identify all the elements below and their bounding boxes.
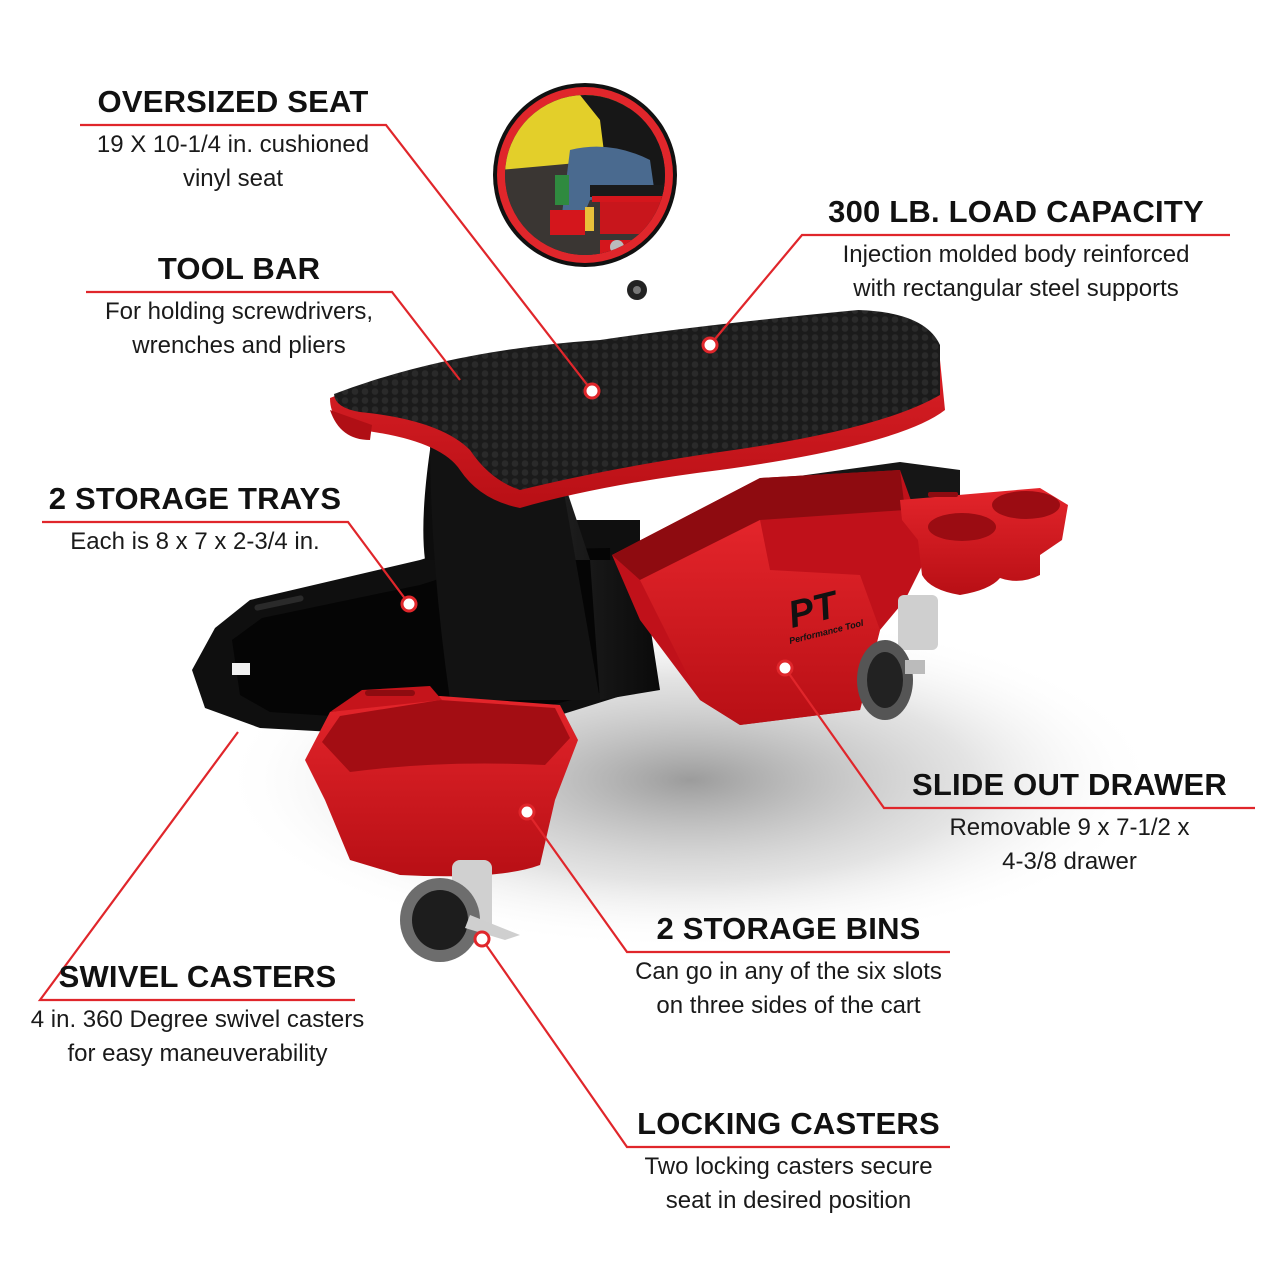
callout-storage-trays: 2 STORAGE TRAYS Each is 8 x 7 x 2-3/4 in…: [42, 481, 348, 559]
callout-locking-casters: LOCKING CASTERS Two locking casters secu…: [627, 1106, 950, 1218]
callout-desc-line: Removable 9 x 7-1/2 x: [949, 814, 1190, 841]
callout-desc-line: 4 in. 360 Degree swivel casters: [30, 1006, 365, 1033]
dot-storage-bins: [518, 803, 536, 821]
dot-load-capacity: [701, 336, 719, 354]
callout-storage-bins: 2 STORAGE BINS Can go in any of the six …: [627, 911, 950, 1023]
callout-oversized-seat: OVERSIZED SEAT 19 X 10-1/4 in. cushioned…: [80, 84, 386, 196]
callout-desc-line: For holding screwdrivers,: [104, 298, 374, 325]
callout-desc-line: with rectangular steel supports: [853, 275, 1179, 302]
callout-title: 300 LB. LOAD CAPACITY: [828, 194, 1204, 229]
right-caster: [857, 595, 938, 720]
seat-cushion: [330, 310, 945, 508]
left-caster: [400, 860, 520, 962]
callout-title: 2 STORAGE TRAYS: [48, 481, 342, 516]
cup-holder: [900, 488, 1068, 595]
slide-out-drawer: PT Performance Tool: [612, 470, 930, 725]
inset-photo: [493, 83, 677, 300]
dot-slide-out-drawer: [776, 659, 794, 677]
callout-slide-out-drawer: SLIDE OUT DRAWER Removable 9 x 7-1/2 x 4…: [884, 767, 1255, 879]
callout-title: 2 STORAGE BINS: [656, 911, 921, 946]
callout-desc-line: wrenches and pliers: [132, 332, 346, 359]
callout-desc-line: Injection molded body reinforced: [842, 241, 1190, 268]
leader-lines: [37, 123, 1255, 1149]
callout-desc-line: seat in desired position: [665, 1187, 912, 1214]
dot-oversized-seat: [583, 382, 601, 400]
callout-title: SLIDE OUT DRAWER: [912, 767, 1227, 802]
callout-swivel-casters: SWIVEL CASTERS 4 in. 360 Degree swivel c…: [0, 959, 395, 1071]
dot-locking-casters: [473, 930, 491, 948]
callout-load-capacity: 300 LB. LOAD CAPACITY Injection molded b…: [802, 194, 1230, 306]
callout-title: SWIVEL CASTERS: [58, 959, 337, 994]
callout-desc-line: on three sides of the cart: [656, 992, 921, 1019]
callout-desc-line: Each is 8 x 7 x 2-3/4 in.: [70, 528, 320, 555]
dot-storage-trays: [400, 595, 418, 613]
callout-desc-line: 19 X 10-1/4 in. cushioned: [96, 131, 370, 158]
callout-title: TOOL BAR: [157, 251, 321, 286]
callout-desc-line: 4-3/8 drawer: [1002, 848, 1137, 875]
callout-tool-bar: TOOL BAR For holding screwdrivers, wrenc…: [86, 251, 392, 363]
callout-desc-line: for easy maneuverability: [67, 1040, 328, 1067]
callout-desc-line: vinyl seat: [182, 165, 284, 192]
callout-dots: [400, 336, 794, 948]
callout-title: LOCKING CASTERS: [637, 1106, 940, 1141]
callout-title: OVERSIZED SEAT: [97, 84, 369, 119]
storage-bin: [305, 686, 578, 877]
callout-desc-line: Two locking casters secure: [644, 1153, 933, 1180]
callout-desc-line: Can go in any of the six slots: [635, 958, 942, 985]
